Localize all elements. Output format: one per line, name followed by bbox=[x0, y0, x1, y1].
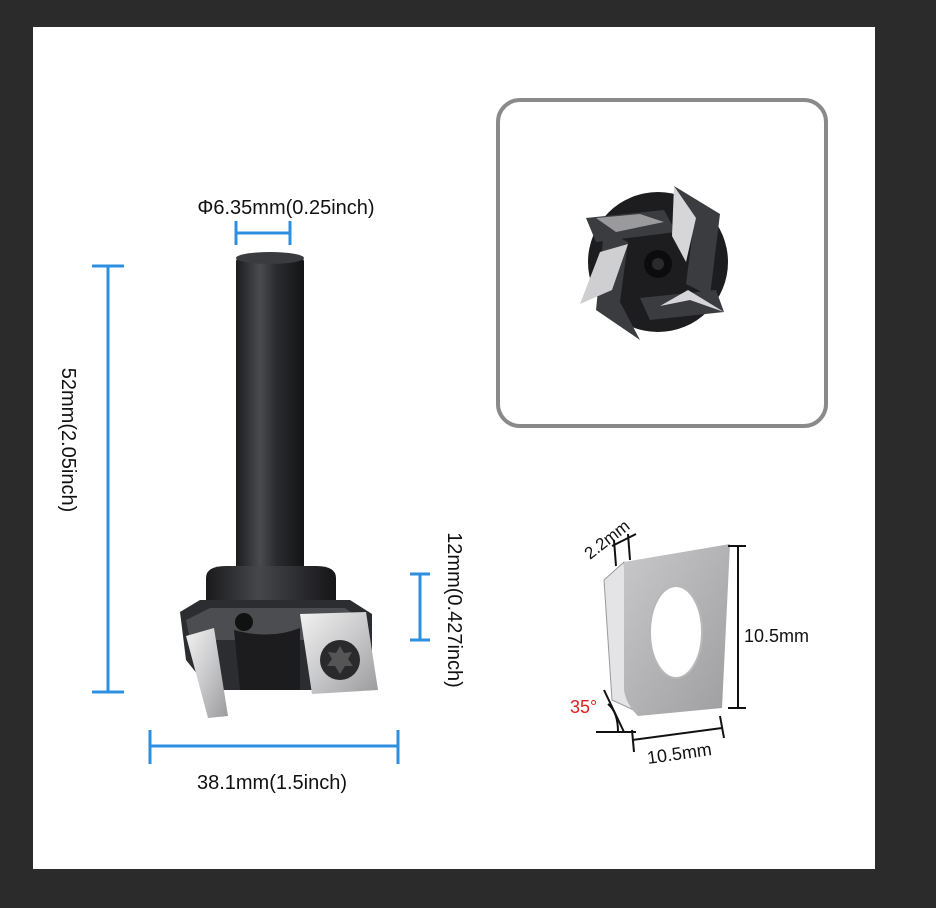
cutter-top-view bbox=[580, 186, 728, 340]
cutting-diameter-label: 38.1mm(1.5inch) bbox=[197, 772, 347, 794]
left-insert bbox=[186, 628, 228, 718]
insert-width-label: 10.5mm bbox=[646, 739, 713, 768]
insert-diagram: 10.5mm 10.5mm 2.2mm 35° bbox=[570, 516, 809, 768]
shank-diameter-label: Φ6.35mm(0.25inch) bbox=[197, 197, 374, 219]
torx-screw-icon bbox=[320, 640, 360, 680]
insert-angle-label: 35° bbox=[570, 697, 597, 717]
top-view-inset bbox=[496, 98, 828, 428]
total-length-label: 52mm(2.05inch) bbox=[57, 368, 79, 513]
insert-height-label: 10.5mm bbox=[744, 626, 809, 646]
cutting-height-label: 12mm(0.427inch) bbox=[443, 532, 465, 688]
product-image-canvas: Φ6.35mm(0.25inch) 52mm(2.05inch) 12mm(0.… bbox=[33, 27, 875, 869]
cutter-bit bbox=[180, 252, 378, 718]
cutter-shank bbox=[236, 256, 304, 576]
dimension-lines bbox=[92, 221, 430, 764]
insert-hole bbox=[649, 585, 703, 679]
